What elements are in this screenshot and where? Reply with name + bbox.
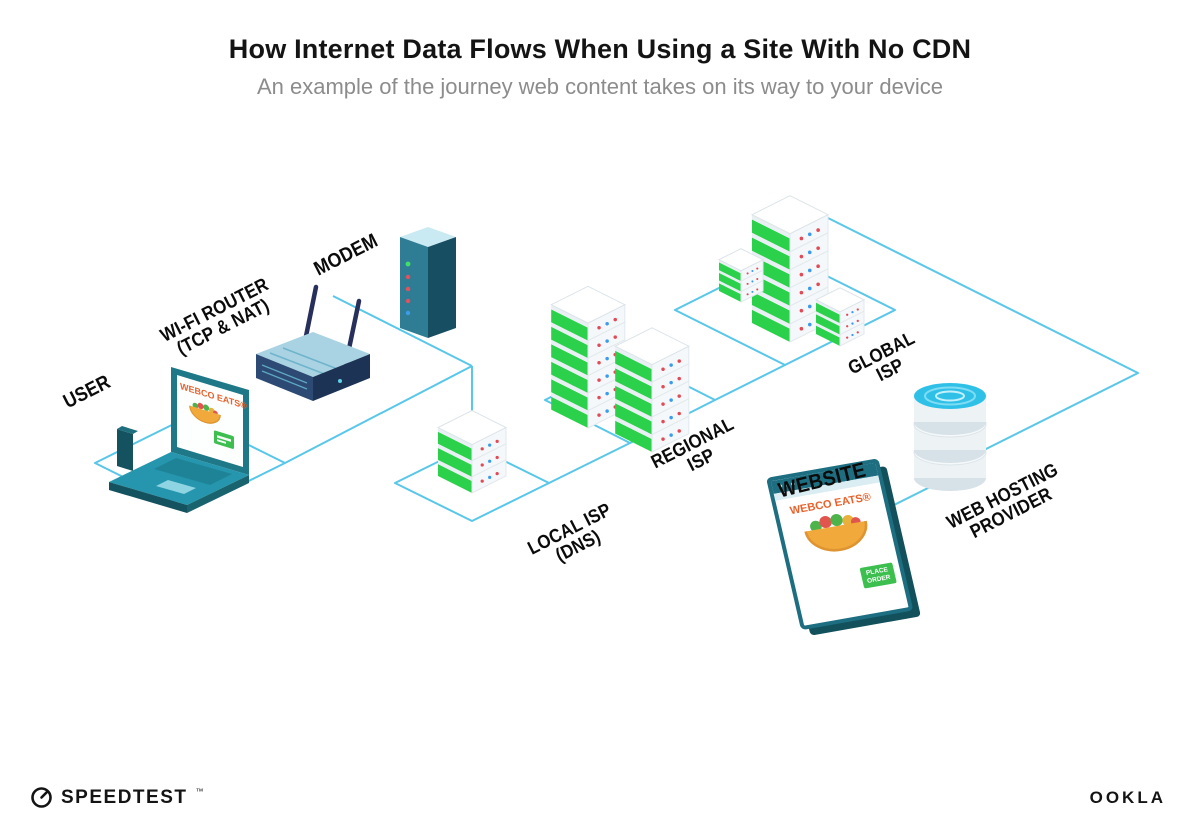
page-subtitle: An example of the journey web content ta… xyxy=(256,74,944,99)
header: How Internet Data Flows When Using a Sit… xyxy=(0,34,1200,100)
ookla-wordmark: OOKLA xyxy=(1089,787,1166,807)
global-to-hosting-line xyxy=(823,215,1139,464)
modem-led-red xyxy=(405,298,411,304)
user-laptop: WEBCO EATS® xyxy=(109,367,249,513)
speedtest-wordmark: SPEEDTEST xyxy=(61,786,188,808)
servers-regional-right xyxy=(614,327,690,453)
servers-local xyxy=(436,409,508,494)
regional-to-global-line xyxy=(714,364,786,401)
modem-led-red xyxy=(405,286,411,292)
modem-led-red xyxy=(405,274,411,280)
place-order-button[interactable]: PLACE ORDER xyxy=(859,562,897,589)
modem-led-green xyxy=(405,261,411,267)
regional-isp-servers xyxy=(550,285,690,453)
speedtest-trademark: ™ xyxy=(195,787,205,796)
ookla-logo: OOKLA xyxy=(1090,788,1166,808)
servers-global-right xyxy=(814,287,866,347)
global-isp-servers xyxy=(717,195,866,347)
modem-device xyxy=(400,227,456,338)
modem-led-blue xyxy=(405,310,411,316)
servers-global-main xyxy=(750,195,830,343)
speedtest-logo: SPEEDTEST ™ xyxy=(30,786,205,809)
servers-global-left xyxy=(717,248,765,303)
user-to-junction-line xyxy=(284,365,473,464)
footer: SPEEDTEST ™ OOKLA xyxy=(30,786,1166,809)
wifi-router xyxy=(256,284,370,401)
servers-regional-left xyxy=(550,285,626,429)
local-isp-servers xyxy=(436,409,508,494)
web-hosting-database xyxy=(913,383,987,491)
speedtest-gauge-icon xyxy=(31,787,52,808)
website-taco-icon xyxy=(801,507,873,557)
local-to-regional-line xyxy=(548,442,631,484)
page-title: How Internet Data Flows When Using a Sit… xyxy=(228,34,972,64)
